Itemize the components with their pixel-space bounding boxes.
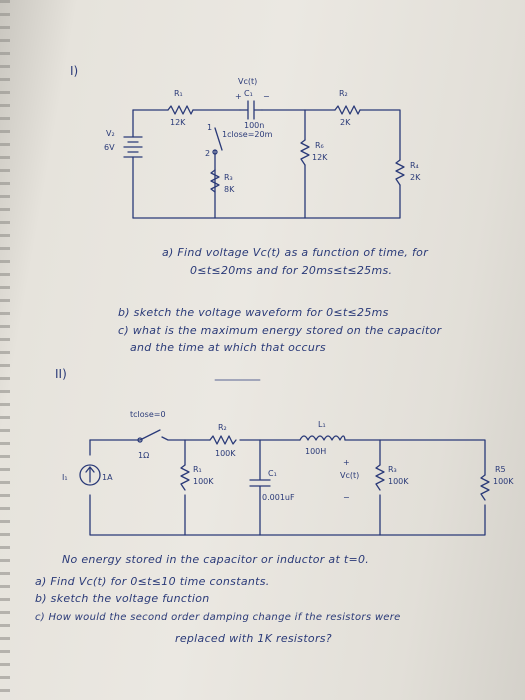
c1-plus: + (235, 92, 242, 101)
c2-vc-plus: + (343, 458, 350, 467)
circuit1-bottom-wire (132, 184, 401, 219)
circuit2-r1-resistor (180, 464, 190, 491)
circuit1-top-wire (132, 109, 401, 161)
c1-r1-value: 12K (170, 118, 186, 127)
problem1-number: I) (70, 64, 78, 78)
c2-vc-minus: − (343, 493, 350, 502)
c1-v2-label: V₂ (106, 129, 115, 138)
c1-r6-value: 12K (312, 153, 328, 162)
circuit2-outer-wire (89, 439, 486, 536)
circuit2-current-source (79, 464, 101, 486)
circuit2-top-wire (89, 436, 486, 476)
p2-question-c-line1: c) How would the second order damping ch… (35, 612, 401, 623)
c2-r2-value: 100K (215, 449, 236, 458)
c2-l1-value: 100H (305, 447, 326, 456)
circuit2-switch (139, 429, 161, 441)
p2-initial-note: No energy stored in the capacitor or ind… (62, 553, 370, 566)
c2-i1-value: 1A (102, 473, 113, 482)
c1-r1-label: R₁ (174, 89, 183, 98)
c1-v2-value: 6V (104, 143, 115, 152)
circuit1-r4-resistor (395, 159, 405, 186)
c2-r1-label: R₁ (193, 465, 202, 474)
c1-r6-label: R₆ (315, 141, 324, 150)
c1-switch-pos1: 1 (207, 123, 212, 132)
p1-question-a-line2: 0≤t≤20ms and for 20ms≤t≤25ms. (190, 264, 393, 277)
p1-question-c-line1: c) what is the maximum energy stored on … (118, 324, 442, 337)
p1-question-a-line1: a) Find voltage Vc(t) as a function of t… (162, 246, 429, 259)
c2-i1-label: I₁ (62, 473, 68, 482)
c1-minus: − (263, 92, 270, 101)
circuit1-v2-battery (123, 136, 143, 158)
c1-c1-value: 100n (244, 121, 264, 130)
c1-r2-value: 2K (340, 118, 351, 127)
circuit1-c1-capacitor (239, 100, 263, 120)
c1-r2-label: R₂ (339, 89, 348, 98)
c2-vc-label: Vc(t) (340, 471, 359, 480)
circuit1-r1-resistor (167, 105, 194, 115)
problem2-number: II) (55, 367, 67, 381)
p2-question-c-line2: replaced with 1K resistors? (175, 632, 332, 645)
c2-rswitch-label: 1Ω (138, 451, 149, 460)
circuit2-l1-inductor (299, 435, 346, 441)
c1-r3-label: R₃ (224, 173, 233, 182)
circuit1-r3-resistor (210, 169, 220, 193)
c2-tclose-label: tclose=0 (130, 410, 166, 419)
p2-question-a: a) Find Vc(t) for 0≤t≤10 time constants. (35, 575, 270, 588)
c1-switch-label: 1close=20m (222, 130, 273, 139)
c1-r4-label: R₄ (410, 161, 419, 170)
p1-question-c-line2: and the time at which that occurs (130, 341, 326, 354)
circuit1-r6-resistor (300, 139, 310, 166)
p1-question-b: b) sketch the voltage waveform for 0≤t≤2… (118, 306, 389, 319)
circuit1-switch (214, 127, 223, 171)
circuit2-c1-capacitor (249, 439, 271, 536)
c1-switch-pos2: 2 (205, 149, 210, 158)
c1-r4-value: 2K (410, 173, 421, 182)
circuit2-r5-resistor (480, 474, 490, 501)
c2-c1-label: C₁ (268, 469, 277, 478)
c2-c1-value: 0.001uF (262, 493, 295, 502)
c1-r3-value: 8K (224, 185, 235, 194)
circuit2-r3-resistor (375, 464, 385, 491)
c2-l1-label: L₁ (318, 420, 326, 429)
c2-r5-value: 100K (493, 477, 514, 486)
c2-r3-value: 100K (388, 477, 409, 486)
c1-c1-label: C₁ (244, 89, 253, 98)
c2-r2-label: R₂ (218, 423, 227, 432)
c2-r3-label: R₃ (388, 465, 397, 474)
circuit1-r2-resistor (334, 105, 361, 115)
spiral-binding (0, 0, 10, 700)
c2-r5-label: R5 (495, 465, 506, 474)
c2-r1-value: 100K (193, 477, 214, 486)
circuit2-r2-resistor (209, 435, 237, 445)
c1-vc-label: Vc(t) (238, 77, 257, 86)
p2-question-b: b) sketch the voltage function (35, 592, 210, 605)
